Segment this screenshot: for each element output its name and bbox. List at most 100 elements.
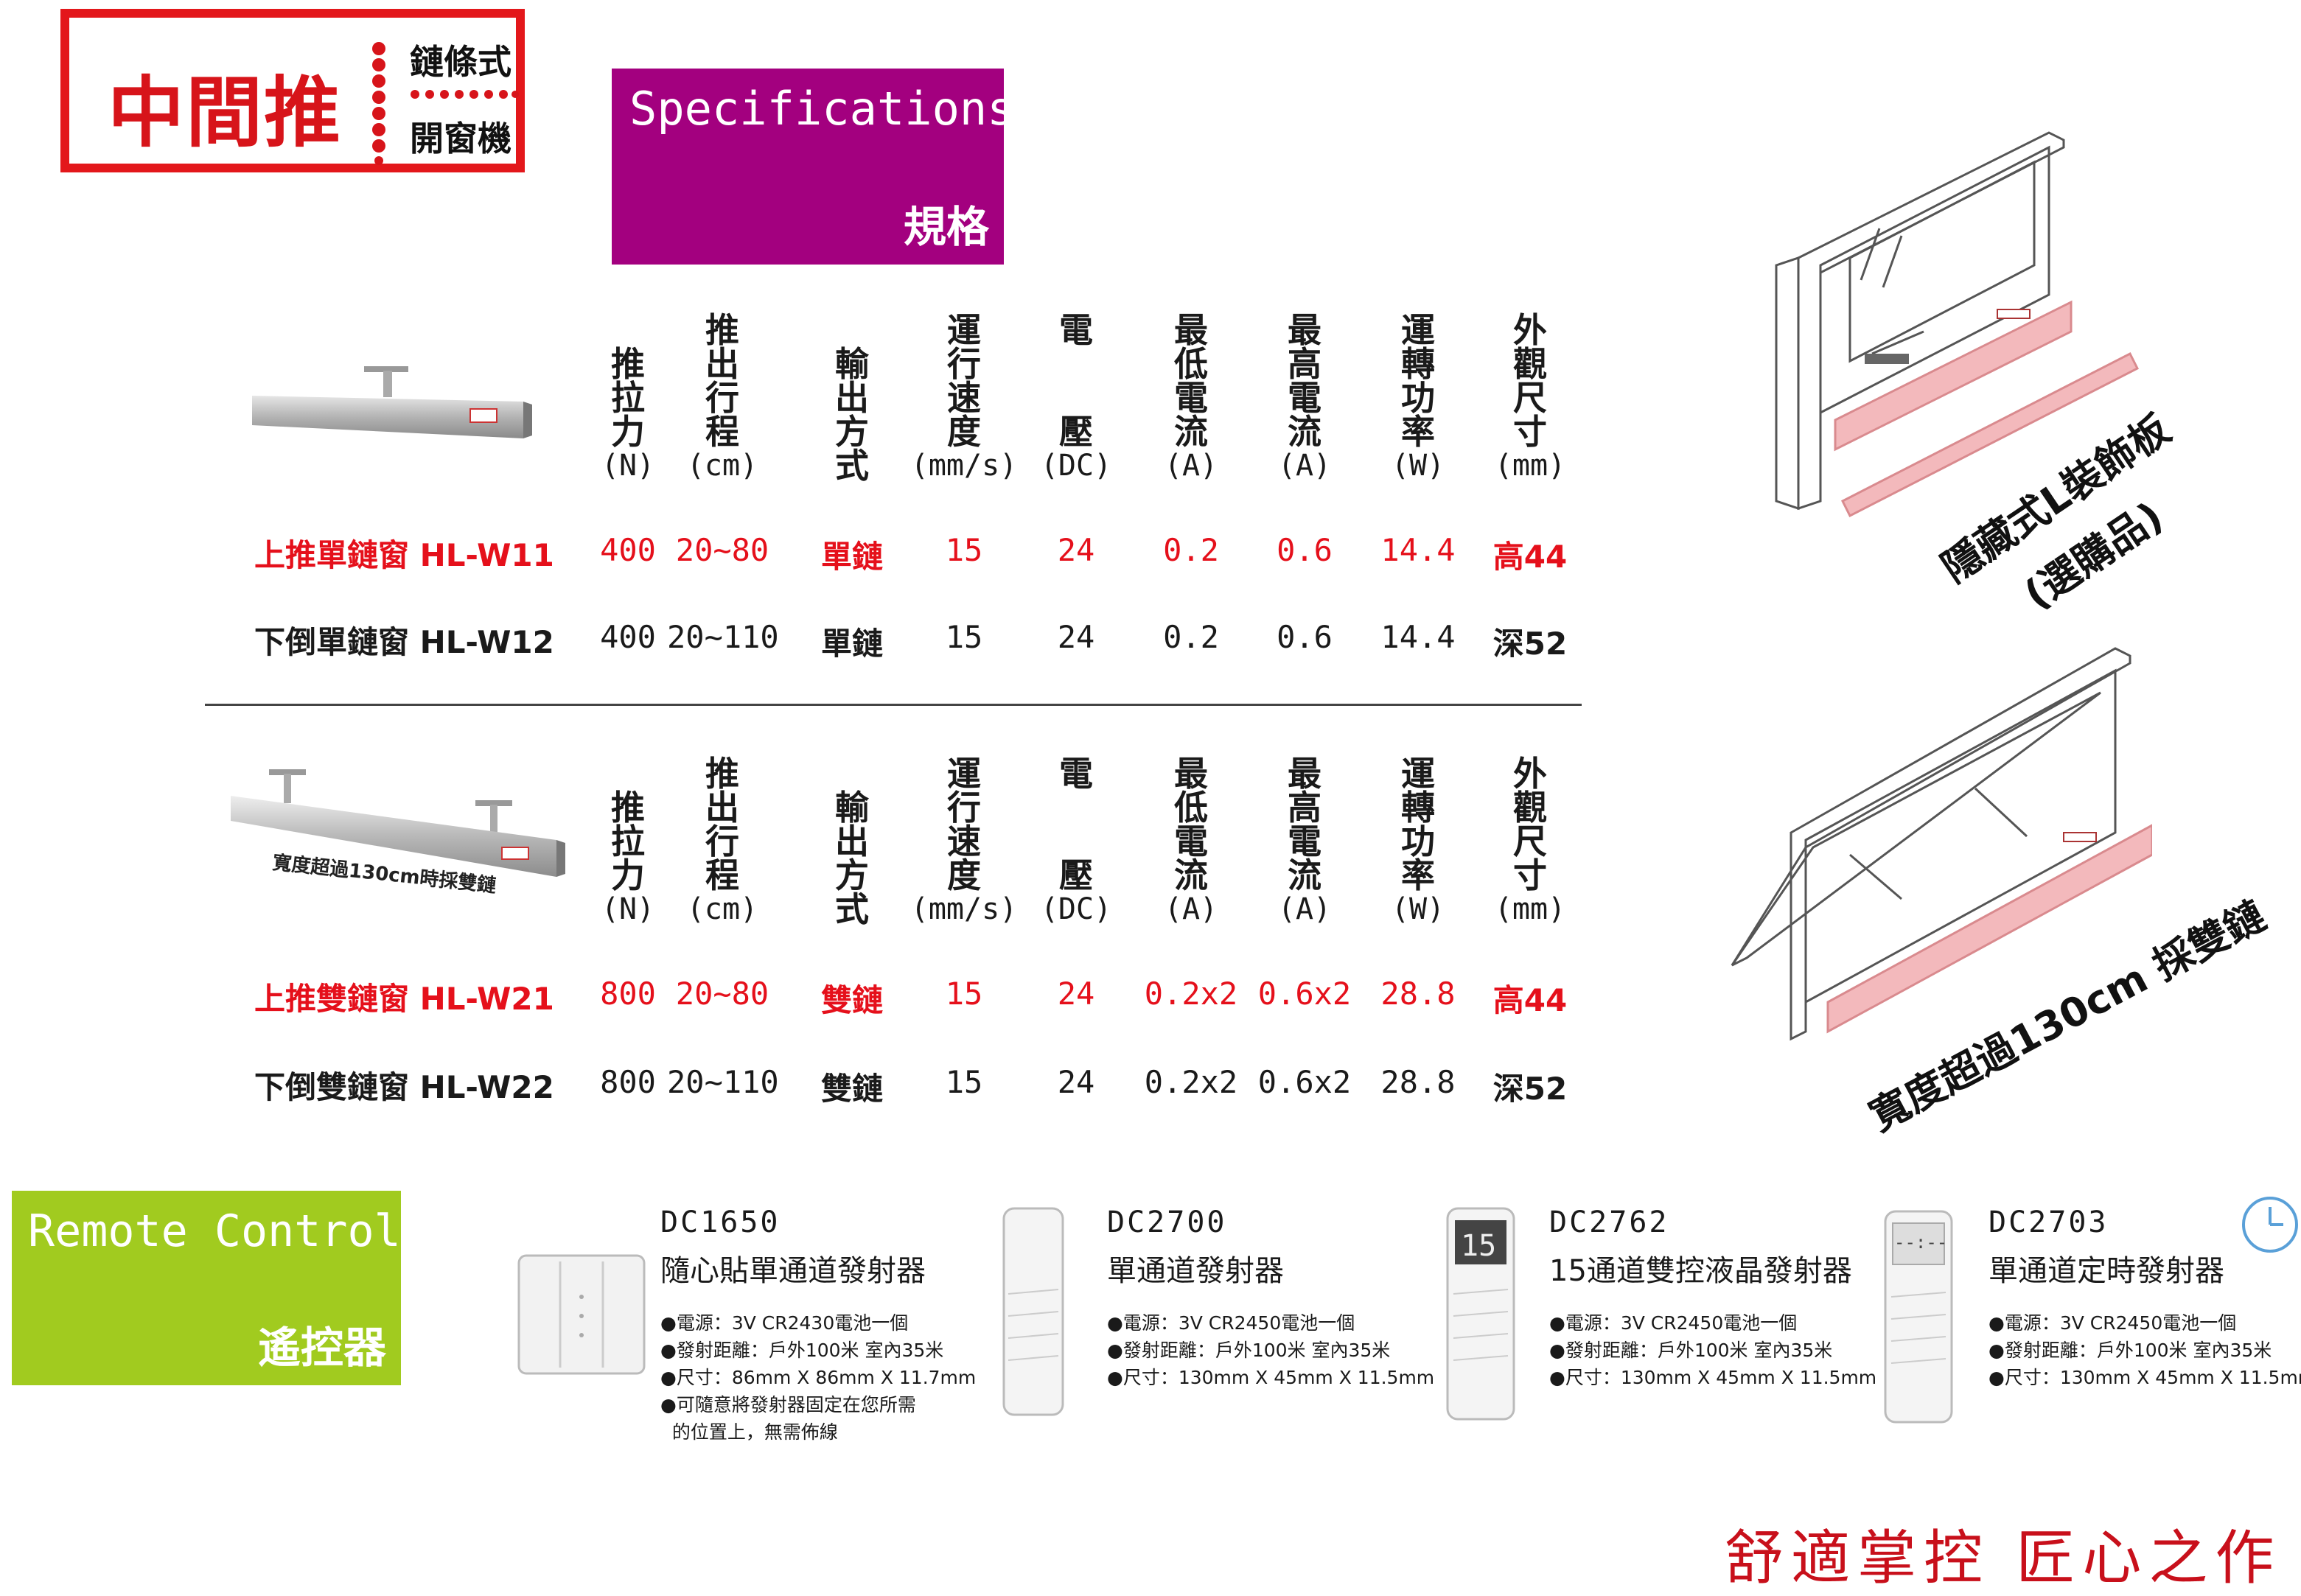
remote-name: 隨心貼單通道發射器: [660, 1254, 926, 1288]
table-cell: 15: [945, 532, 983, 568]
column-header: 推 拉 力(N): [598, 791, 657, 926]
chain-icon: [372, 42, 385, 165]
table-cell: 24: [1057, 1064, 1095, 1100]
column-header-unit: (mm): [1494, 449, 1566, 483]
table-cell: 0.2x2: [1144, 976, 1238, 1012]
table-cell: 0.6x2: [1257, 976, 1352, 1012]
table-cell: 15: [945, 619, 983, 655]
table-cell: 14.4: [1380, 532, 1456, 568]
table-cell: 20~80: [675, 976, 769, 1012]
table-cell: 20~110: [667, 1064, 779, 1100]
table-cell: 28.8: [1380, 1064, 1456, 1100]
column-header-text: 推 出 行 程: [705, 310, 739, 452]
column-header-text: 外 觀 尺 寸: [1513, 754, 1547, 895]
column-header: 電 壓(DC): [1041, 313, 1111, 483]
logo-line1: 鏈條式: [410, 42, 511, 82]
clock-icon: [2242, 1197, 2298, 1253]
remote-spec-line: ●發射距離：戶外100米 室內35米: [1549, 1340, 1833, 1361]
table-cell: 單鏈: [820, 626, 883, 662]
column-header: 推 拉 力(N): [598, 347, 657, 483]
column-header-text: 輸 出 方 式: [835, 788, 869, 929]
spec-header-en: Specifications: [629, 82, 1015, 136]
table-cell: 0.6: [1277, 532, 1333, 568]
single-chain-actuator-image: [252, 366, 532, 438]
column-header-unit: (mm/s): [910, 449, 1018, 483]
table-cell: 深52: [1492, 1071, 1568, 1107]
column-header-text: 最 低 電 流: [1174, 754, 1208, 895]
column-header-text: 推 出 行 程: [705, 754, 739, 895]
column-header: 推 出 行 程(cm): [687, 310, 758, 483]
column-header-unit: (W): [1391, 449, 1445, 483]
column-header: 電 壓(DC): [1041, 754, 1111, 926]
remote-spec-line: ●電源：3V CR2450電池一個: [1989, 1312, 2237, 1334]
table-cell: 0.2x2: [1144, 1064, 1238, 1100]
remote-spec-line: ●尺寸：130mm X 45mm X 11.5mm: [1549, 1367, 1877, 1388]
remote-header-zh: 遙控器: [257, 1323, 386, 1373]
remote-spec-line: ●尺寸：130mm X 45mm X 11.5mm: [1107, 1367, 1435, 1388]
column-header-unit: (W): [1391, 892, 1445, 926]
double-chain-actuator-image: [231, 769, 565, 877]
table-cell: 深52: [1492, 626, 1568, 662]
remote-spec-line: ●尺寸：130mm X 45mm X 11.5mm: [1989, 1367, 2301, 1388]
remote-spec-line: ●發射距離：戶外100米 室內35米: [660, 1340, 944, 1361]
brand-logo: 中間推 鏈條式 開窗機: [60, 9, 525, 172]
row-label: 下倒單鏈窗 HL-W12: [254, 624, 554, 660]
table-cell: 400: [600, 532, 656, 568]
remote-header-en: Remote Control: [28, 1205, 401, 1257]
table-cell: 400: [600, 619, 656, 655]
column-header-text: 推 拉 力: [611, 788, 645, 895]
column-header-text: 電 壓: [1059, 754, 1093, 895]
column-header: 外 觀 尺 寸(mm): [1495, 313, 1565, 483]
dc2700-remote-image: [1002, 1207, 1064, 1416]
table-cell: 0.2: [1163, 619, 1219, 655]
column-header-text: 推 拉 力: [611, 344, 645, 452]
remote-spec-line: ●電源：3V CR2450電池一個: [1107, 1312, 1355, 1334]
chain-divider-icon: [411, 90, 519, 99]
column-header-text: 運 轉 功 率: [1401, 754, 1435, 895]
column-header: 最 低 電 流(A): [1162, 757, 1221, 926]
column-header-unit: (cm): [686, 892, 758, 926]
column-header: 最 高 電 流(A): [1275, 313, 1334, 483]
table-cell: 0.2: [1163, 532, 1219, 568]
slogan: 舒適掌控 匠心之作: [1725, 1524, 2282, 1592]
section-divider: [205, 704, 1582, 706]
dc2762-lcd-text: 15: [1461, 1229, 1497, 1263]
specifications-header: Specifications 規格: [612, 69, 1015, 265]
column-header-unit: (A): [1277, 892, 1332, 926]
column-header-text: 運 轉 功 率: [1401, 310, 1435, 452]
column-header-unit: (DC): [1040, 449, 1112, 483]
column-header: 運 轉 功 率(W): [1389, 313, 1448, 483]
row-label: 上推雙鏈窗 HL-W21: [254, 981, 554, 1017]
table-cell: 20~80: [675, 532, 769, 568]
remote-model: DC1650: [660, 1205, 781, 1239]
column-header-unit: (mm): [1494, 892, 1566, 926]
column-header-text: 最 高 電 流: [1288, 310, 1321, 452]
remote-name: 單通道發射器: [1107, 1254, 1284, 1288]
double-chain-window-diagram: [1731, 647, 2152, 1041]
table-cell: 800: [600, 976, 656, 1012]
column-header-unit: (A): [1277, 449, 1332, 483]
table-cell: 24: [1057, 532, 1095, 568]
table-cell: 0.6: [1277, 619, 1333, 655]
remote-spec-line: ●電源：3V CR2430電池一個: [660, 1312, 909, 1334]
column-header-unit: (DC): [1040, 892, 1112, 926]
remote-spec-line: ●電源：3V CR2450電池一個: [1549, 1312, 1798, 1334]
table-cell: 15: [945, 1064, 983, 1100]
dc2703-lcd-text: --:--: [1894, 1232, 1948, 1253]
column-header-unit: (mm/s): [910, 892, 1018, 926]
table-cell: 高44: [1492, 982, 1568, 1018]
column-header-text: 運 行 速 度: [947, 310, 981, 452]
remote-spec-line: ●發射距離：戶外100米 室內35米: [1107, 1340, 1391, 1361]
table-cell: 15: [945, 976, 983, 1012]
table-cell: 14.4: [1380, 619, 1456, 655]
column-header: 最 低 電 流(A): [1162, 313, 1221, 483]
column-header-unit: (A): [1164, 449, 1218, 483]
table-cell: 雙鏈: [820, 1071, 883, 1107]
remote-name: 單通道定時發射器: [1989, 1254, 2224, 1288]
dc2703-remote-image: [1884, 1210, 1953, 1424]
top-hung-window-diagram: [1775, 131, 2140, 518]
column-header-text: 最 高 電 流: [1288, 754, 1321, 895]
column-header: 輸 出 方 式: [823, 791, 881, 926]
remote-spec-line: ●發射距離：戶外100米 室內35米: [1989, 1340, 2272, 1361]
table-cell: 800: [600, 1064, 656, 1100]
